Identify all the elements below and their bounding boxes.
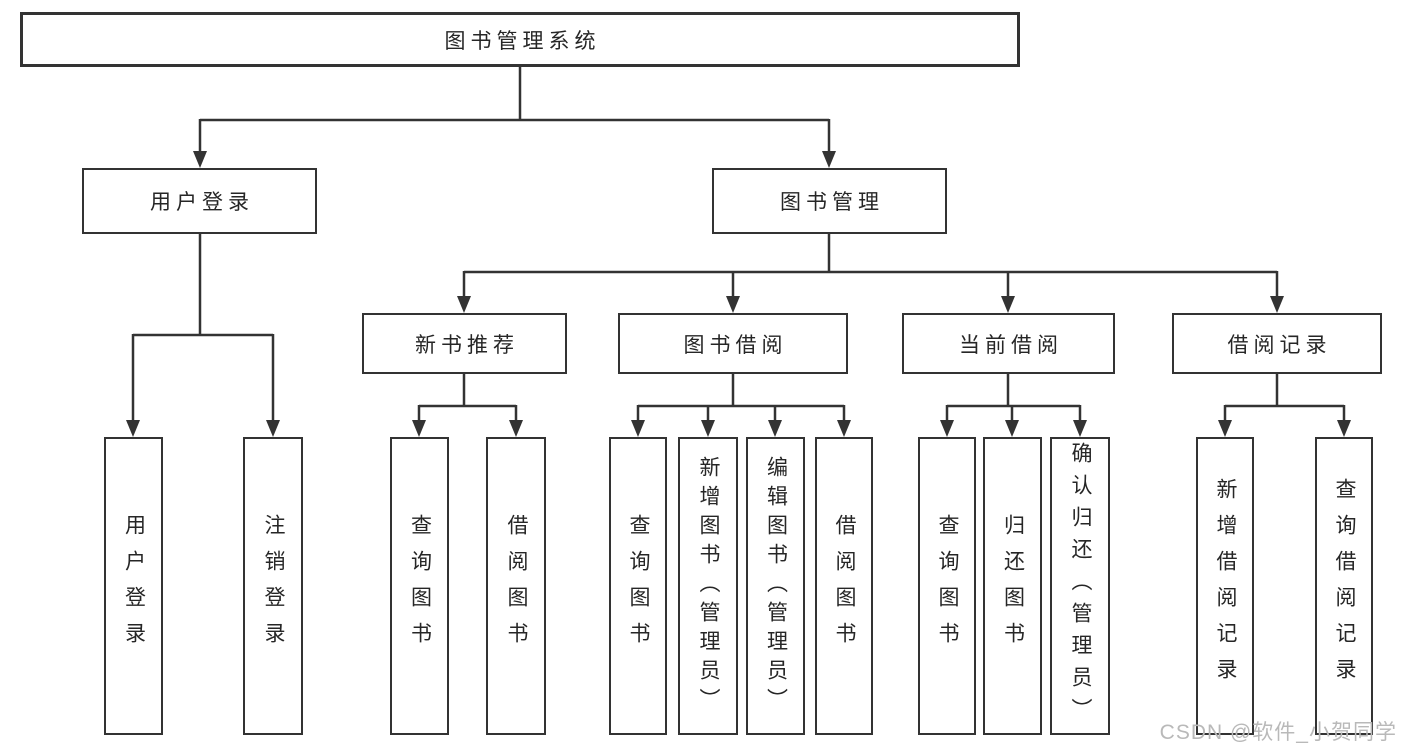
node-root-label: 图书管理系统 [444,29,601,53]
node-book-borrow: 图书借阅 [618,313,848,374]
leaf-logout: 注销登录 [243,437,303,735]
leaf-records-query-record: 查询借阅记录 [1315,437,1373,735]
leaf-borrow-edit-book: 编辑图书（管理员） [746,437,805,735]
leaf-current-confirm-return-label: 确认归还（管理员） [1069,442,1093,730]
node-user-login: 用户登录 [82,168,317,234]
leaf-borrow-borrow-book-label: 借阅图书 [833,514,857,658]
leaf-records-add-record-label: 新增借阅记录 [1214,478,1238,694]
connector-book-management-children [457,234,1284,313]
connector-current-borrow-children [940,374,1087,437]
leaf-recommend-query-book: 查询图书 [390,437,449,735]
node-book-borrow-label: 图书借阅 [683,333,788,357]
leaf-current-query-book: 查询图书 [918,437,976,735]
leaf-records-query-record-label: 查询借阅记录 [1333,478,1357,694]
leaf-borrow-query-book: 查询图书 [609,437,667,735]
node-book-management: 图书管理 [712,168,947,234]
leaf-user-login-label: 用户登录 [122,514,146,658]
node-current-borrow-label: 当前借阅 [959,333,1063,357]
leaf-current-return-book-label: 归还图书 [1001,514,1025,658]
leaf-user-login: 用户登录 [104,437,163,735]
node-new-book-recommend-label: 新书推荐 [415,333,519,357]
leaf-logout-label: 注销登录 [262,514,286,658]
leaf-records-add-record: 新增借阅记录 [1196,437,1254,735]
node-borrow-records: 借阅记录 [1172,313,1382,374]
node-new-book-recommend: 新书推荐 [362,313,567,374]
leaf-borrow-add-book-label: 新增图书（管理员） [697,455,721,717]
connector-user-login-children [126,234,280,437]
leaf-borrow-edit-book-label: 编辑图书（管理员） [764,455,788,717]
connector-book-borrow-children [631,374,851,437]
node-user-login-label: 用户登录 [150,191,254,214]
leaf-current-return-book: 归还图书 [983,437,1042,735]
leaf-recommend-borrow-book-label: 借阅图书 [505,514,529,658]
leaf-recommend-query-book-label: 查询图书 [408,514,432,658]
node-current-borrow: 当前借阅 [902,313,1115,374]
leaf-current-confirm-return: 确认归还（管理员） [1050,437,1110,735]
node-root: 图书管理系统 [20,12,1020,67]
leaf-borrow-borrow-book: 借阅图书 [815,437,873,735]
connector-new-book-recommend-children [412,374,523,437]
node-book-management-label: 图书管理 [780,191,884,214]
watermark: CSDN @软件_小贺同学 [1159,721,1397,744]
connector-root-to-level2 [193,67,836,168]
leaf-borrow-query-book-label: 查询图书 [627,514,651,658]
leaf-recommend-borrow-book: 借阅图书 [486,437,546,735]
leaf-borrow-add-book: 新增图书（管理员） [678,437,738,735]
node-borrow-records-label: 借阅记录 [1227,333,1332,357]
connector-borrow-records-children [1218,374,1351,437]
leaf-current-query-book-label: 查询图书 [936,514,960,658]
